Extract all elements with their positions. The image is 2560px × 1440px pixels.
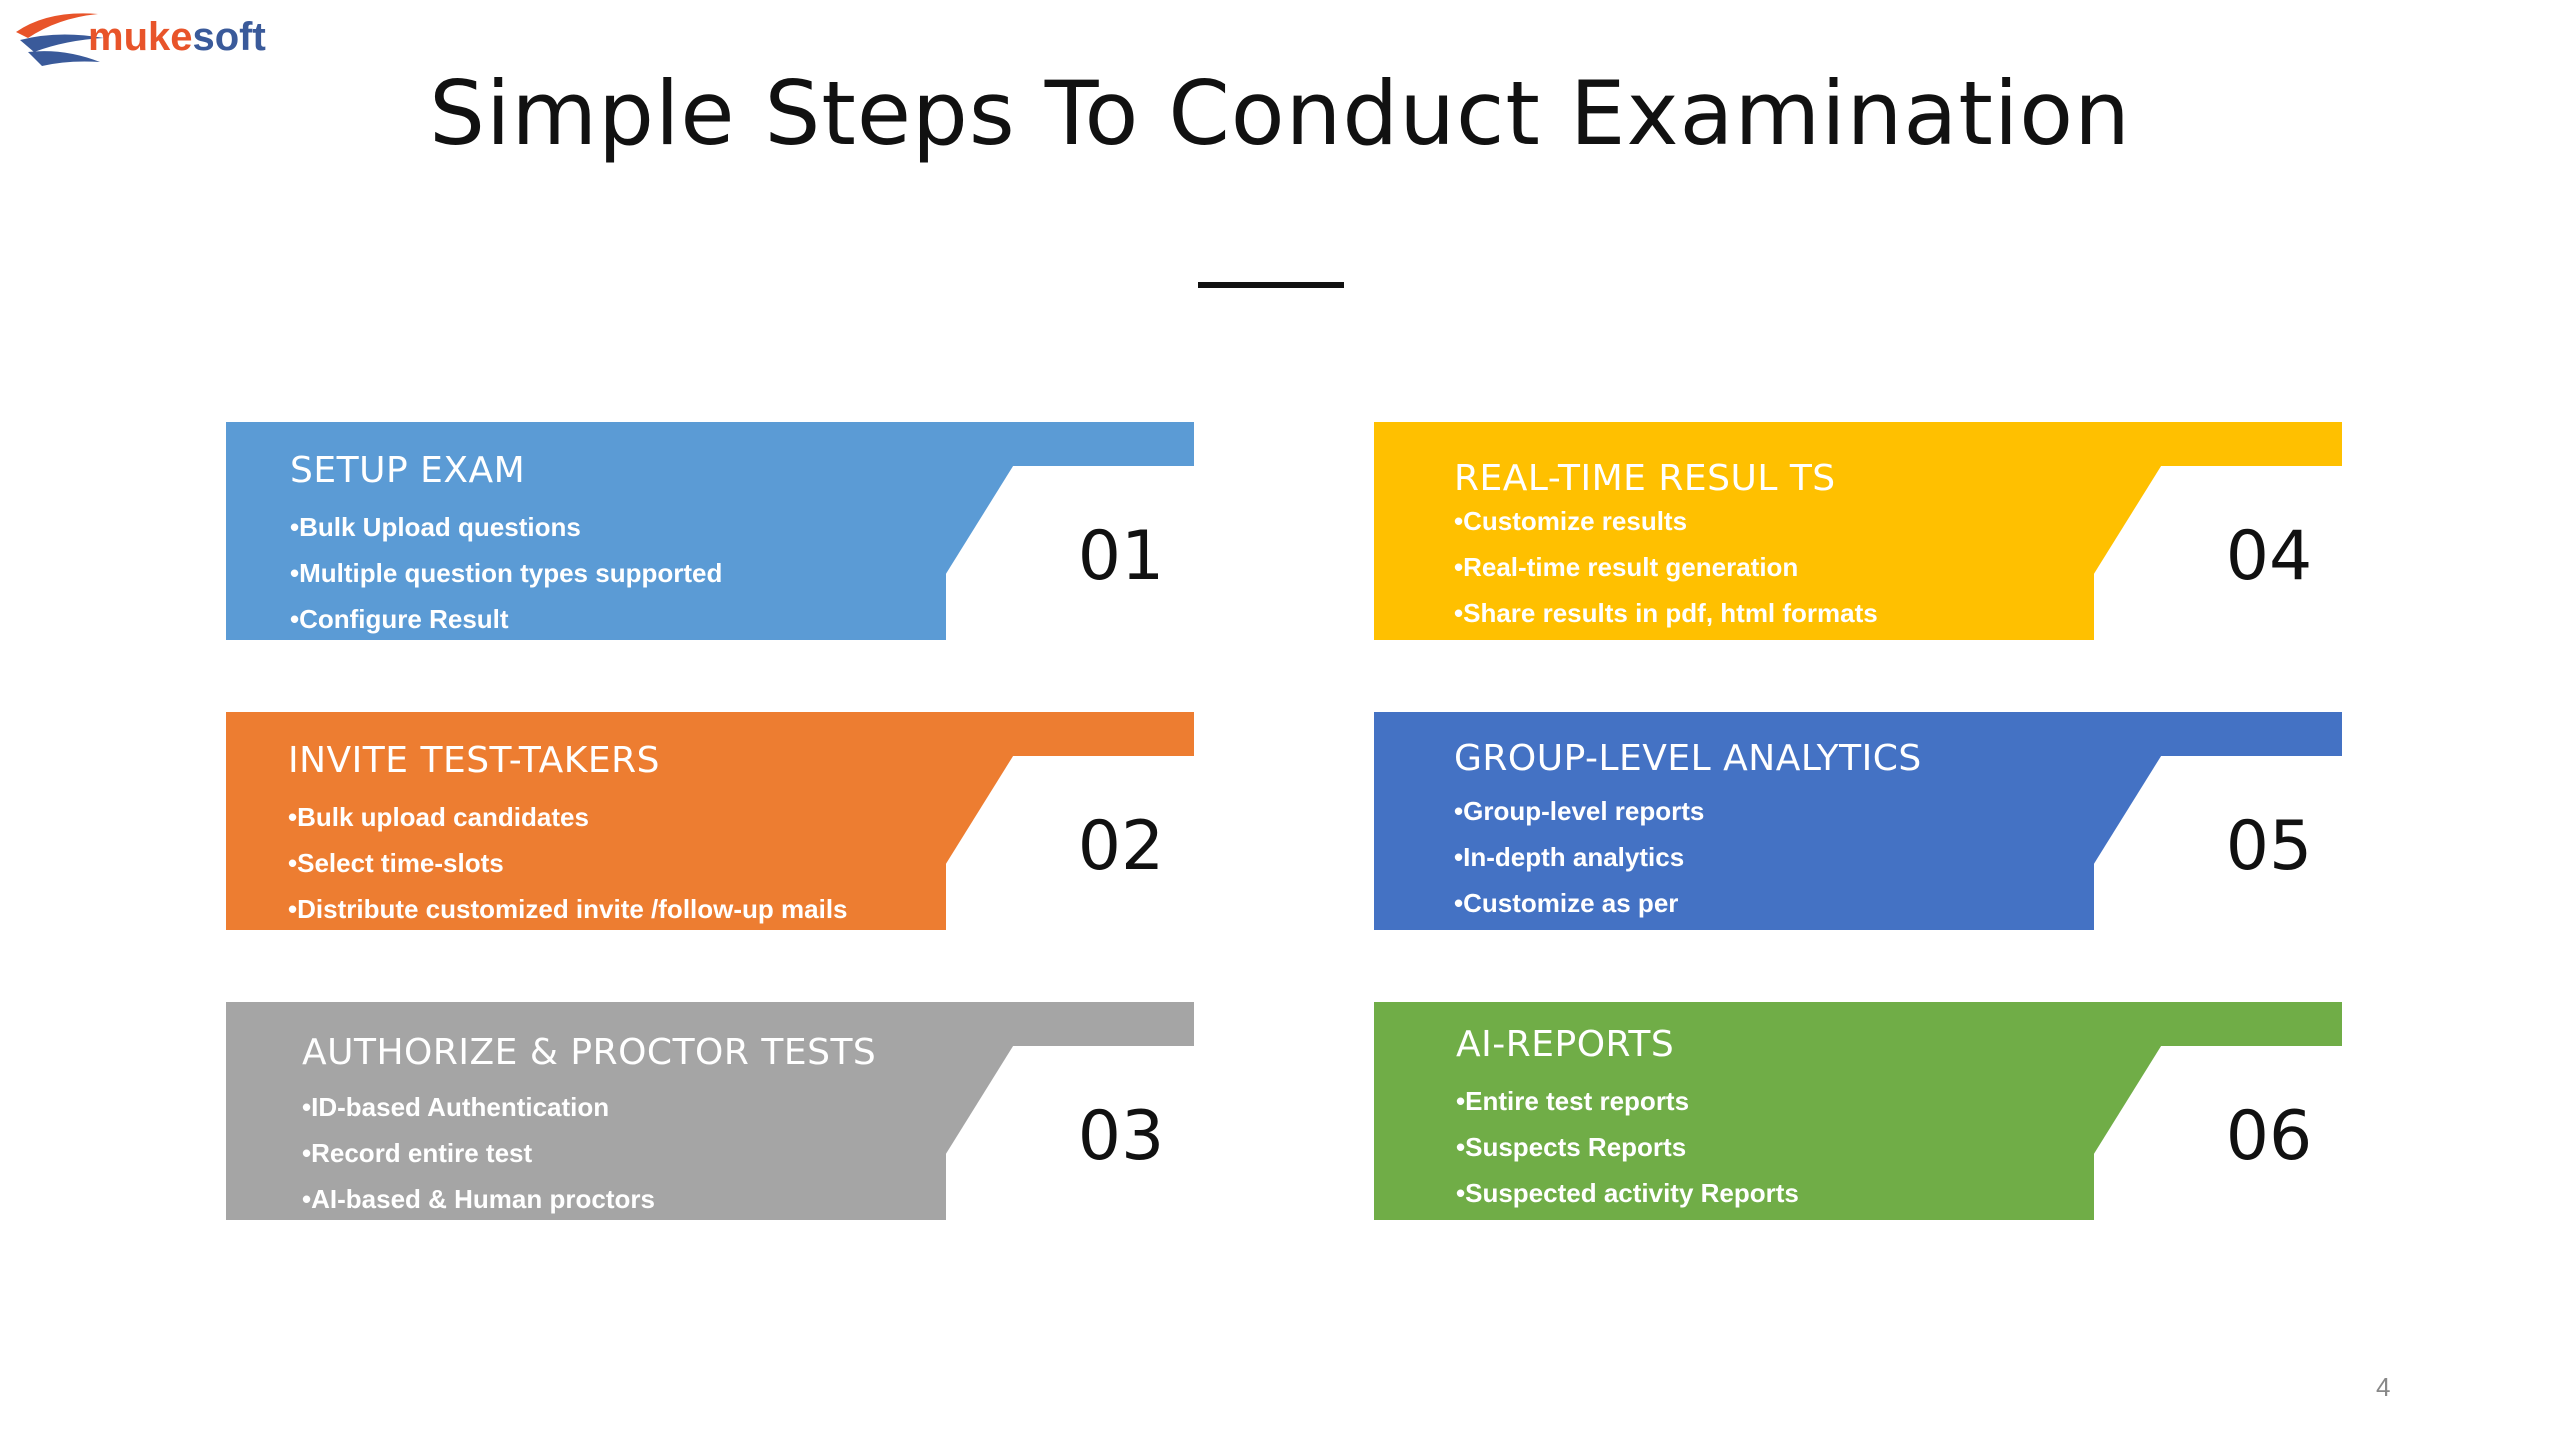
step-number: 05 [2225, 807, 2313, 886]
step-card-01: 01 SETUP EXAM Bulk Upload questions Mult… [226, 422, 1206, 667]
step-bullets: Bulk upload candidates Select time-slots… [288, 794, 848, 932]
step-bullet: AI-based & Human proctors [302, 1176, 655, 1222]
step-bullets: Entire test reports Suspects Reports Sus… [1456, 1078, 1799, 1216]
step-bullets: Customize results Real-time result gener… [1454, 498, 1878, 636]
logo-swoosh-icon: mukesoft [16, 13, 266, 66]
step-bullets: ID-based Authentication Record entire te… [302, 1084, 655, 1222]
step-bullet: Bulk upload candidates [288, 794, 848, 840]
step-heading: AI-REPORTS [1456, 1024, 1675, 1065]
step-bullets: Group-level reports In-depth analytics C… [1454, 788, 1704, 926]
step-bullet: Entire test reports [1456, 1078, 1799, 1124]
step-card-04: 04 REAL-TIME RESUL TS Customize results … [1374, 422, 2354, 667]
step-bullet: Select time-slots [288, 840, 848, 886]
step-bullet: Distribute customized invite /follow-up … [288, 886, 847, 932]
step-bullet: Suspects Reports [1456, 1124, 1799, 1170]
step-bullet: Configure Result [290, 596, 722, 642]
step-heading: SETUP EXAM [290, 450, 526, 491]
step-card-05: 05 GROUP-LEVEL ANALYTICS Group-level rep… [1374, 712, 2354, 957]
step-bullet: Record entire test [302, 1130, 655, 1176]
svg-text:mukesoft: mukesoft [88, 15, 266, 59]
page-title: Simple Steps To Conduct Examination [429, 62, 2131, 165]
step-bullet: Multiple question types supported [290, 550, 722, 596]
mukesoft-logo: mukesoft [8, 4, 328, 74]
step-card-06: 06 AI-REPORTS Entire test reports Suspec… [1374, 1002, 2354, 1247]
step-number: 04 [2225, 517, 2313, 596]
step-bullet: Bulk Upload questions [290, 504, 722, 550]
step-number: 02 [1077, 807, 1165, 886]
step-number: 06 [2225, 1097, 2313, 1176]
step-heading: GROUP-LEVEL ANALYTICS [1454, 738, 1922, 779]
step-bullets: Bulk Upload questions Multiple question … [290, 504, 722, 642]
step-bullet: ID-based Authentication [302, 1084, 655, 1130]
step-number: 01 [1077, 517, 1165, 596]
step-bullet: Real-time result generation [1454, 544, 1878, 590]
step-bullet: Suspected activity Reports [1456, 1170, 1799, 1216]
step-bullet: Customize as per [1454, 880, 1704, 926]
step-bullet: In-depth analytics [1454, 834, 1704, 880]
step-card-02: 02 INVITE TEST-TAKERS Bulk upload candid… [226, 712, 1206, 957]
step-bullet: Share results in pdf, html formats [1454, 590, 1878, 636]
logo-text-part: soft [193, 15, 266, 59]
step-heading: AUTHORIZE & PROCTOR TESTS [302, 1032, 877, 1073]
step-heading: INVITE TEST-TAKERS [288, 740, 660, 781]
slide-page-number: 4 [2376, 1372, 2391, 1402]
step-number: 03 [1077, 1097, 1165, 1176]
logo-text-part: muke [88, 15, 193, 59]
title-divider [1198, 282, 1344, 288]
step-bullet: Customize results [1454, 498, 1878, 544]
step-heading: REAL-TIME RESUL TS [1454, 458, 1836, 499]
step-bullet: Group-level reports [1454, 788, 1704, 834]
step-card-03: 03 AUTHORIZE & PROCTOR TESTS ID-based Au… [226, 1002, 1206, 1247]
